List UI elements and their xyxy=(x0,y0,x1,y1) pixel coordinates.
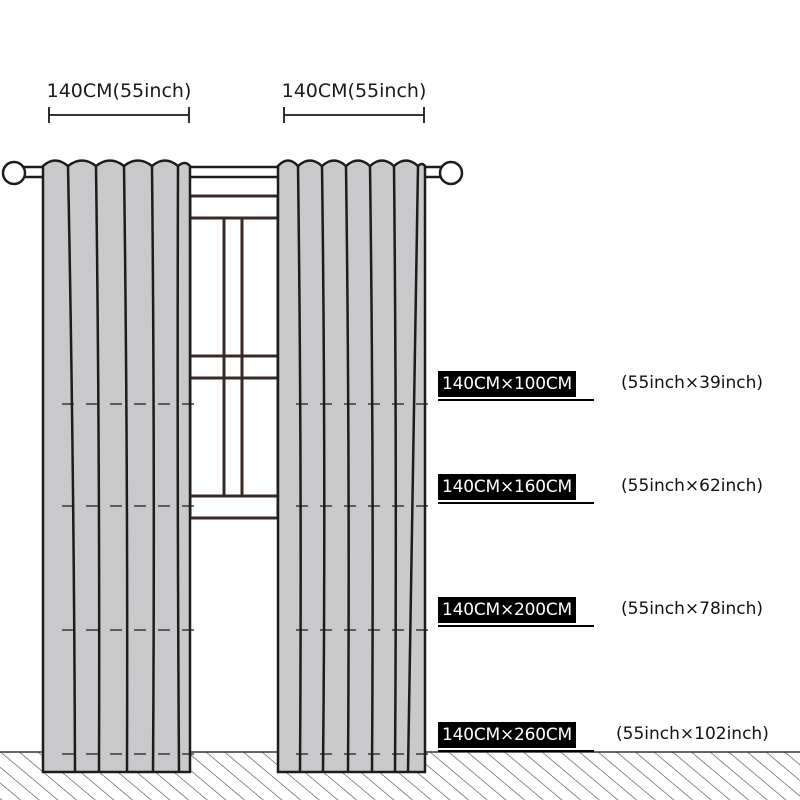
size-underline xyxy=(438,625,594,627)
size-underline xyxy=(438,502,594,504)
rod-finial-left xyxy=(1,160,27,186)
size-cm-label: 140CM×200CM xyxy=(438,597,577,623)
size-underline xyxy=(438,750,594,752)
right-curtain-panel xyxy=(276,159,427,774)
size-inch-label: (55inch×62inch) xyxy=(621,476,764,496)
rod-finial-right xyxy=(438,160,464,186)
size-cm-label: 140CM×100CM xyxy=(438,371,577,397)
window-frame xyxy=(188,194,280,520)
width-dimension-lines xyxy=(48,107,425,123)
left-curtain-panel xyxy=(41,159,192,774)
size-row: 140CM×260CM (55inch×102inch) xyxy=(0,722,800,752)
size-row: 140CM×200CM (55inch×78inch) xyxy=(0,597,800,627)
size-cm-label: 140CM×160CM xyxy=(438,474,577,500)
right-width-label: 140CM(55inch) xyxy=(281,80,427,102)
size-row: 140CM×100CM (55inch×39inch) xyxy=(0,371,800,401)
size-cm-label: 140CM×260CM xyxy=(438,722,577,748)
left-width-label: 140CM(55inch) xyxy=(46,80,192,102)
size-inch-label: (55inch×102inch) xyxy=(616,724,769,744)
size-inch-label: (55inch×78inch) xyxy=(621,599,764,619)
length-markers xyxy=(62,403,440,755)
size-inch-label: (55inch×39inch) xyxy=(621,373,764,393)
curtain-rod xyxy=(1,160,464,186)
size-row: 140CM×160CM (55inch×62inch) xyxy=(0,474,800,504)
size-underline xyxy=(438,399,594,401)
